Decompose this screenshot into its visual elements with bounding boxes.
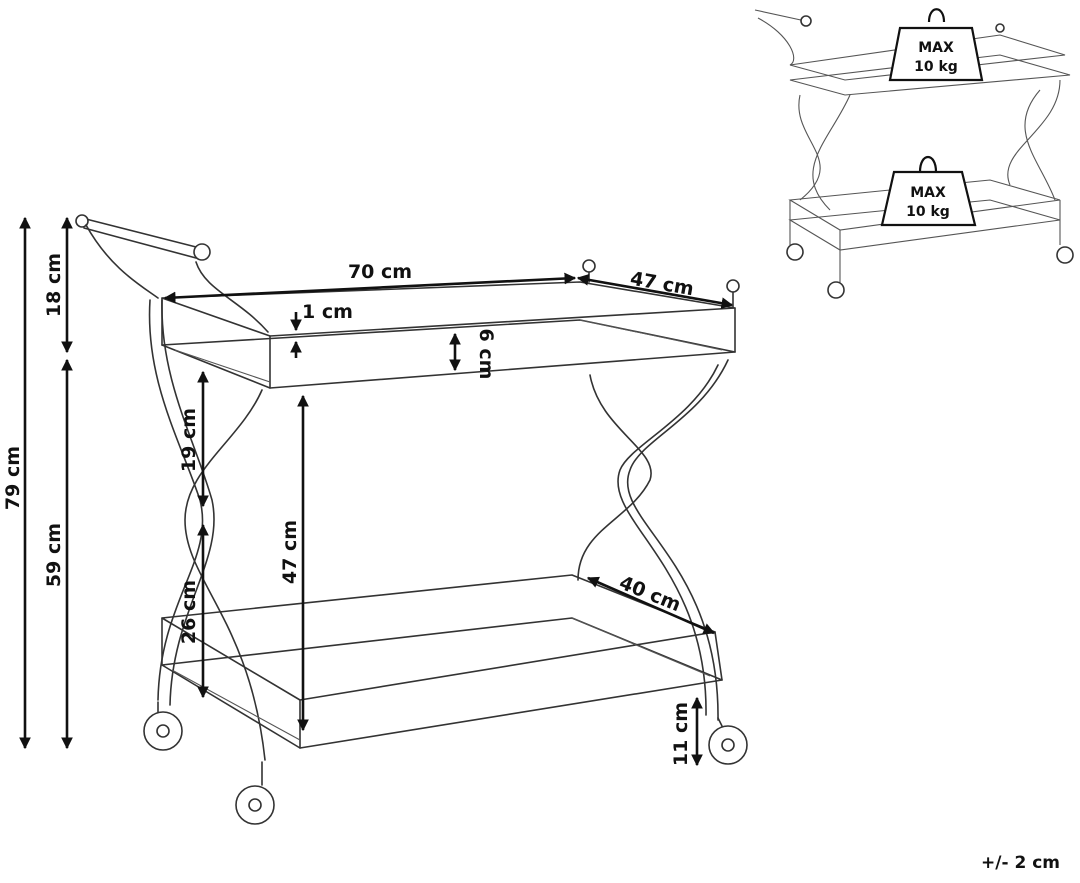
label-ground-clearance: 11 cm (670, 702, 692, 766)
top-max-label: MAX (918, 40, 954, 56)
label-width: 70 cm (348, 261, 412, 283)
label-bottom-depth: 40 cm (616, 572, 684, 616)
handle-knob (75, 214, 89, 228)
right-leg (577, 374, 652, 581)
label-top-shelf-height: 59 cm (43, 523, 65, 587)
label-rim-thickness: 1 cm (302, 301, 353, 323)
dim-width (163, 272, 577, 304)
label-rim-height: 6 cm (475, 329, 497, 380)
label-total-height: 79 cm (2, 446, 24, 510)
left-leg (184, 389, 266, 761)
bottom-max-label: MAX (910, 185, 946, 201)
bottom-shelf (161, 617, 723, 749)
label-handle-height: 18 cm (43, 253, 65, 317)
trolley-main-drawing (75, 214, 748, 825)
label-shelf-spacing: 47 cm (279, 520, 301, 584)
thumb-caster (827, 281, 845, 299)
corner-finial (726, 279, 740, 293)
weight-icon-top (888, 26, 984, 82)
tolerance-note: +/- 2 cm (981, 853, 1060, 873)
load-capacity-thumbnail: MAX 10 kg MAX 10 kg (754, 8, 1074, 299)
thumb-caster (1056, 246, 1074, 264)
dim-bottom-depth (586, 576, 716, 635)
weight-icon-bottom (880, 170, 977, 227)
thumb-caster (786, 243, 804, 261)
top-max-value: 10 kg (914, 59, 958, 75)
handle-knob (193, 243, 211, 261)
handle-bar (81, 217, 201, 249)
right-leg (626, 359, 729, 721)
dim-depth (576, 274, 734, 309)
label-upper-leg: 19 cm (178, 408, 200, 472)
dimension-lines (19, 216, 734, 767)
top-shelf (161, 319, 736, 389)
dimension-labels: 79 cm 18 cm 59 cm 70 cm 47 cm 1 cm 6 cm … (2, 253, 695, 766)
corner-finial (582, 259, 596, 273)
label-lower-leg: 26 cm (178, 580, 200, 644)
bottom-max-value: 10 kg (906, 204, 950, 220)
